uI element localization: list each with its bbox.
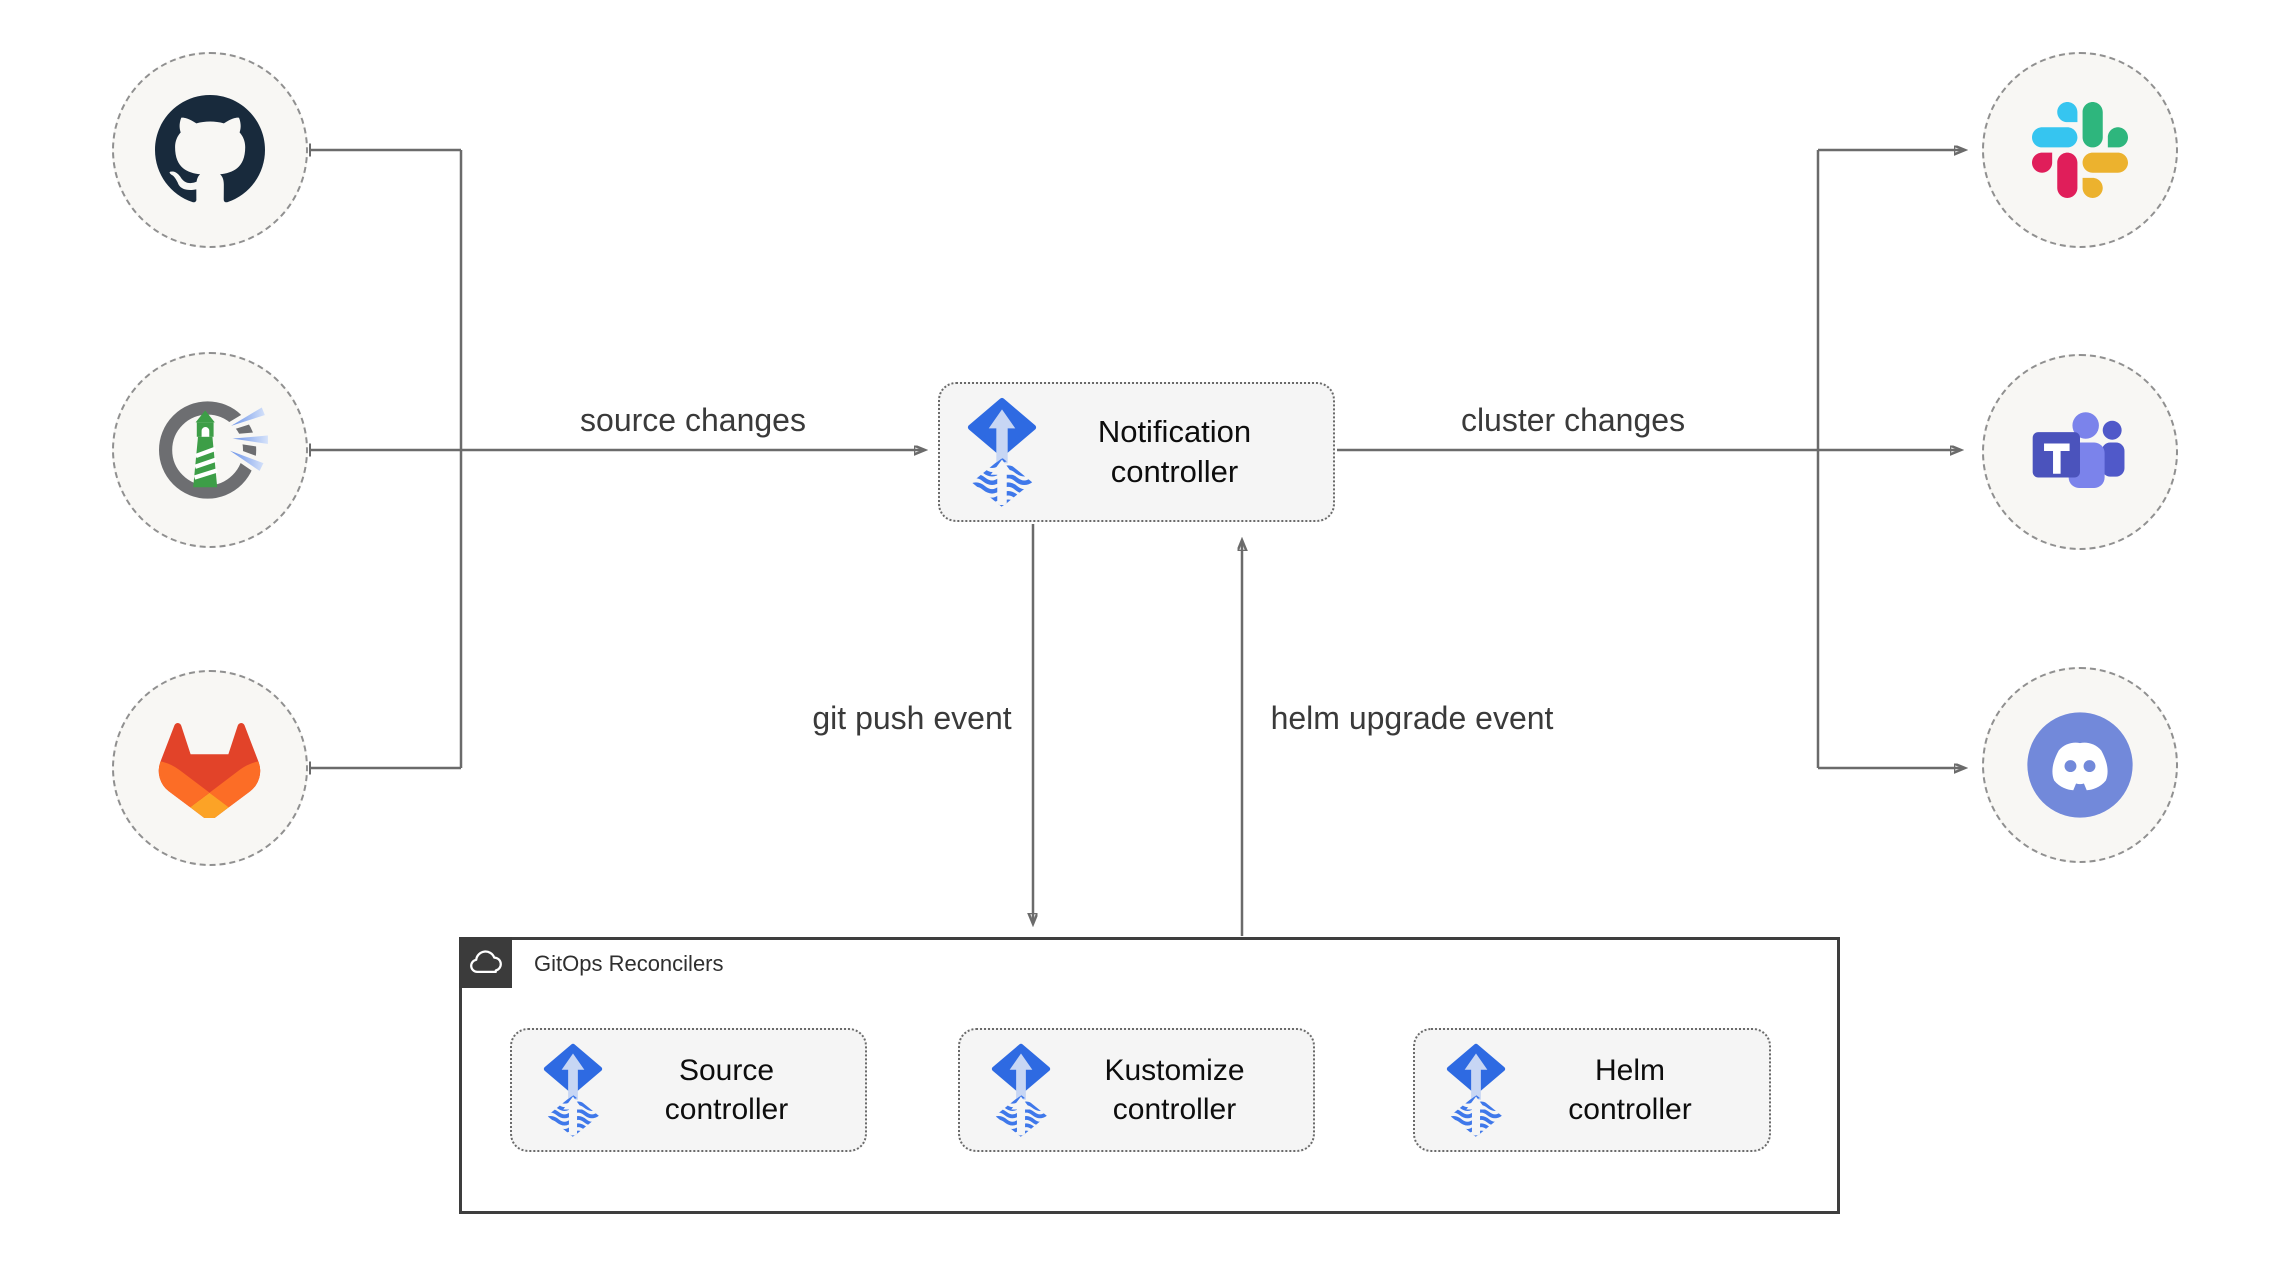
gitlab-icon (158, 723, 261, 818)
notification-controller-node[interactable]: Notification controller (938, 382, 1335, 522)
group-badge (459, 937, 512, 988)
slack-node[interactable] (1982, 52, 2178, 248)
ms-teams-node[interactable] (1982, 354, 2178, 550)
edge-label-source-changes: source changes (580, 402, 806, 438)
discord-node[interactable] (1982, 667, 2178, 863)
github-node[interactable] (112, 52, 308, 248)
helm-controller-node[interactable]: Helm controller (1413, 1028, 1771, 1152)
helm-controller-label: Helm controller (1568, 1054, 1692, 1126)
discord-icon (2027, 712, 2133, 818)
source-controller-label: Source controller (664, 1054, 789, 1126)
source-controller-node[interactable]: Source controller (510, 1028, 867, 1152)
cloud-icon (469, 949, 502, 973)
edge-label-helm-upgrade-event: helm upgrade event (1270, 700, 1554, 736)
flux-icon (990, 1043, 1052, 1137)
slack-icon (2032, 102, 2128, 198)
harbor-icon (159, 401, 270, 499)
ms-teams-icon (2032, 412, 2125, 488)
gitlab-node[interactable] (112, 670, 308, 866)
flux-icon (966, 397, 1038, 507)
flux-icon (542, 1043, 604, 1137)
flux-icon (1445, 1043, 1507, 1137)
edge-label-git-push-event: git push event (812, 700, 1012, 736)
harbor-node[interactable] (112, 352, 308, 548)
group-title: GitOps Reconcilers (534, 951, 724, 976)
kustomize-controller-node[interactable]: Kustomize controller (958, 1028, 1315, 1152)
github-icon (155, 95, 265, 203)
kustomize-controller-label: Kustomize controller (1104, 1054, 1245, 1126)
edge-label-cluster-changes: cluster changes (1460, 402, 1686, 438)
notification-controller-label: Notification controller (1097, 413, 1252, 489)
